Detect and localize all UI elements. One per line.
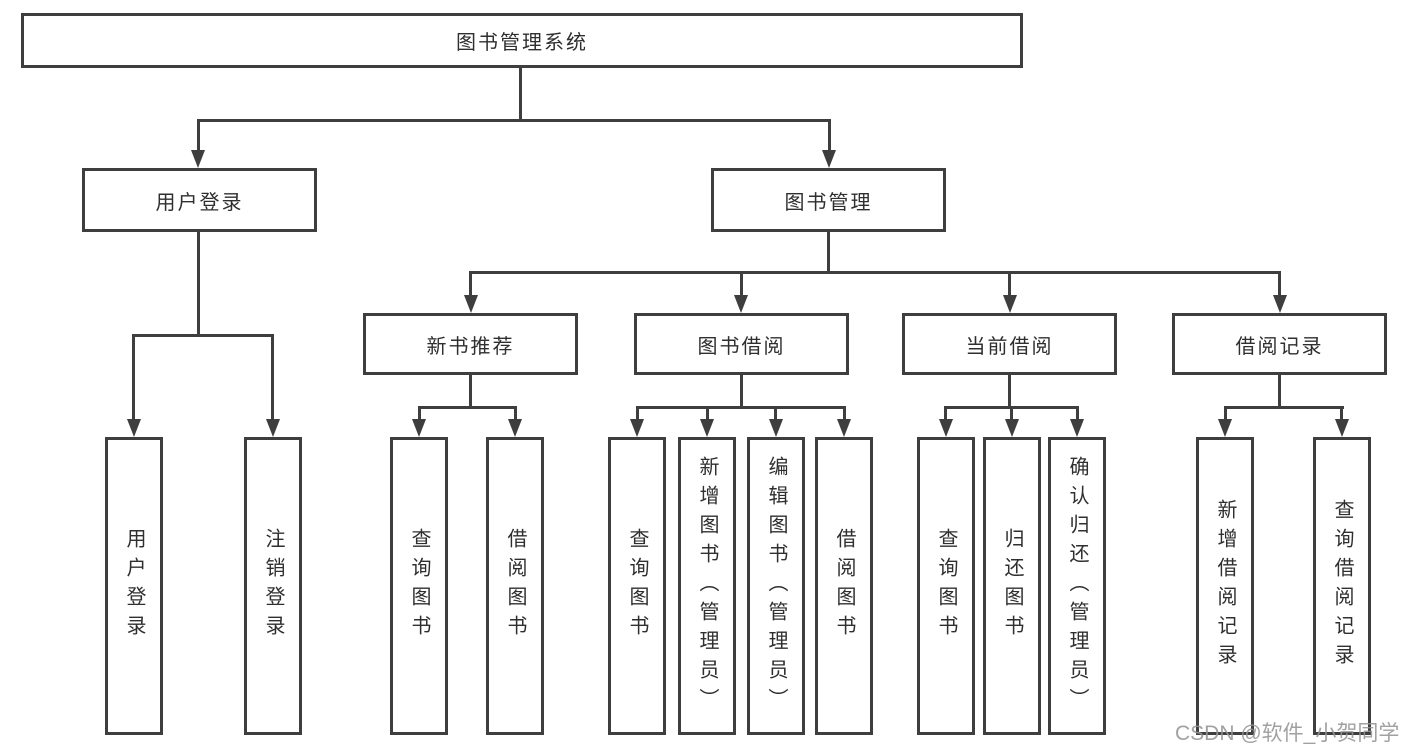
node-current-borrow-label: 当前借阅: [965, 335, 1054, 358]
node-user-login-label: 用户登录: [155, 191, 244, 214]
arrow-stem: [944, 406, 947, 421]
leaf-logout-label: 注销登录: [262, 528, 284, 644]
connector-line: [1224, 406, 1344, 409]
arrow-down-icon: [127, 419, 141, 437]
arrow-stem: [828, 119, 831, 152]
leaf-borrow-query: 查询图书: [608, 437, 666, 735]
connector-line: [132, 334, 274, 337]
leaf-current-return-label: 归还图书: [1001, 528, 1023, 644]
node-borrow-records: 借阅记录: [1172, 313, 1387, 375]
arrow-down-icon: [464, 295, 478, 313]
arrow-down-icon: [266, 419, 280, 437]
arrow-down-icon: [412, 419, 426, 437]
node-new-book: 新书推荐: [363, 313, 578, 375]
arrow-stem: [271, 334, 274, 421]
connector-line: [636, 406, 846, 409]
connector-line: [197, 232, 200, 336]
leaf-records-query: 查询借阅记录: [1313, 437, 1371, 735]
arrow-down-icon: [1273, 295, 1287, 313]
arrow-down-icon: [734, 295, 748, 313]
arrow-down-icon: [1335, 419, 1349, 437]
arrow-down-icon: [191, 150, 205, 168]
arrow-stem: [418, 406, 421, 421]
leaf-newbook-borrow-label: 借阅图书: [504, 528, 526, 644]
leaf-newbook-query-label: 查询图书: [408, 528, 430, 644]
csdn-watermark: CSDN @软件_小贺同学: [1175, 722, 1400, 745]
arrow-down-icon: [508, 419, 522, 437]
node-book-mgmt-label: 图书管理: [784, 191, 873, 214]
arrow-stem: [706, 406, 709, 421]
node-user-login: 用户登录: [82, 168, 317, 232]
arrow-down-icon: [1005, 419, 1019, 437]
leaf-current-query: 查询图书: [917, 437, 975, 735]
connector-line: [1008, 375, 1011, 408]
node-book-borrow: 图书借阅: [634, 313, 849, 375]
arrow-stem: [1340, 406, 1343, 421]
leaf-borrow-borrow: 借阅图书: [815, 437, 873, 735]
arrow-stem: [1008, 271, 1011, 297]
arrow-stem: [843, 406, 846, 421]
connector-line: [197, 119, 831, 122]
leaf-current-confirm: 确认归还（管理员）: [1048, 437, 1106, 735]
node-book-mgmt: 图书管理: [711, 168, 946, 232]
arrow-stem: [636, 406, 639, 421]
connector-line: [740, 375, 743, 408]
leaf-records-add: 新增借阅记录: [1196, 437, 1254, 735]
arrow-stem: [132, 334, 135, 421]
arrow-down-icon: [1070, 419, 1084, 437]
leaf-newbook-query: 查询图书: [390, 437, 448, 735]
arrow-down-icon: [700, 419, 714, 437]
arrow-stem: [514, 406, 517, 421]
node-current-borrow: 当前借阅: [902, 313, 1117, 375]
leaf-borrow-borrow-label: 借阅图书: [833, 528, 855, 644]
connector-line: [418, 406, 517, 409]
arrow-stem: [1076, 406, 1079, 421]
arrow-stem: [469, 271, 472, 297]
arrow-down-icon: [630, 419, 644, 437]
arrow-down-icon: [939, 419, 953, 437]
leaf-records-add-label: 新增借阅记录: [1214, 499, 1236, 673]
leaf-borrow-query-label: 查询图书: [626, 528, 648, 644]
leaf-current-confirm-label: 确认归还（管理员）: [1066, 455, 1088, 717]
leaf-current-query-label: 查询图书: [935, 528, 957, 644]
connector-line: [1278, 375, 1281, 408]
arrow-stem: [740, 271, 743, 297]
arrow-stem: [1010, 406, 1013, 421]
arrow-stem: [1224, 406, 1227, 421]
arrow-stem: [197, 119, 200, 152]
arrow-stem: [774, 406, 777, 421]
leaf-user-login: 用户登录: [105, 437, 163, 735]
connector-line: [469, 271, 1281, 274]
leaf-logout: 注销登录: [244, 437, 302, 735]
leaf-borrow-add-label: 新增图书（管理员）: [696, 455, 718, 717]
leaf-newbook-borrow: 借阅图书: [486, 437, 544, 735]
leaf-user-login-label: 用户登录: [123, 528, 145, 644]
connector-line: [519, 68, 522, 122]
node-borrow-records-label: 借阅记录: [1235, 335, 1324, 358]
node-new-book-label: 新书推荐: [426, 335, 515, 358]
arrow-down-icon: [1003, 295, 1017, 313]
connector-line: [827, 232, 830, 273]
arrow-down-icon: [822, 150, 836, 168]
arrow-down-icon: [1218, 419, 1232, 437]
arrow-stem: [1278, 271, 1281, 297]
node-book-borrow-label: 图书借阅: [697, 335, 786, 358]
arrow-down-icon: [837, 419, 851, 437]
leaf-borrow-edit-label: 编辑图书（管理员）: [765, 455, 787, 717]
connector-line: [469, 375, 472, 408]
arrow-down-icon: [769, 419, 783, 437]
leaf-borrow-add: 新增图书（管理员）: [678, 437, 736, 735]
node-root: 图书管理系统: [21, 13, 1023, 68]
leaf-borrow-edit: 编辑图书（管理员）: [747, 437, 805, 735]
leaf-records-query-label: 查询借阅记录: [1331, 499, 1353, 673]
node-root-label: 图书管理系统: [456, 32, 588, 54]
leaf-current-return: 归还图书: [983, 437, 1041, 735]
